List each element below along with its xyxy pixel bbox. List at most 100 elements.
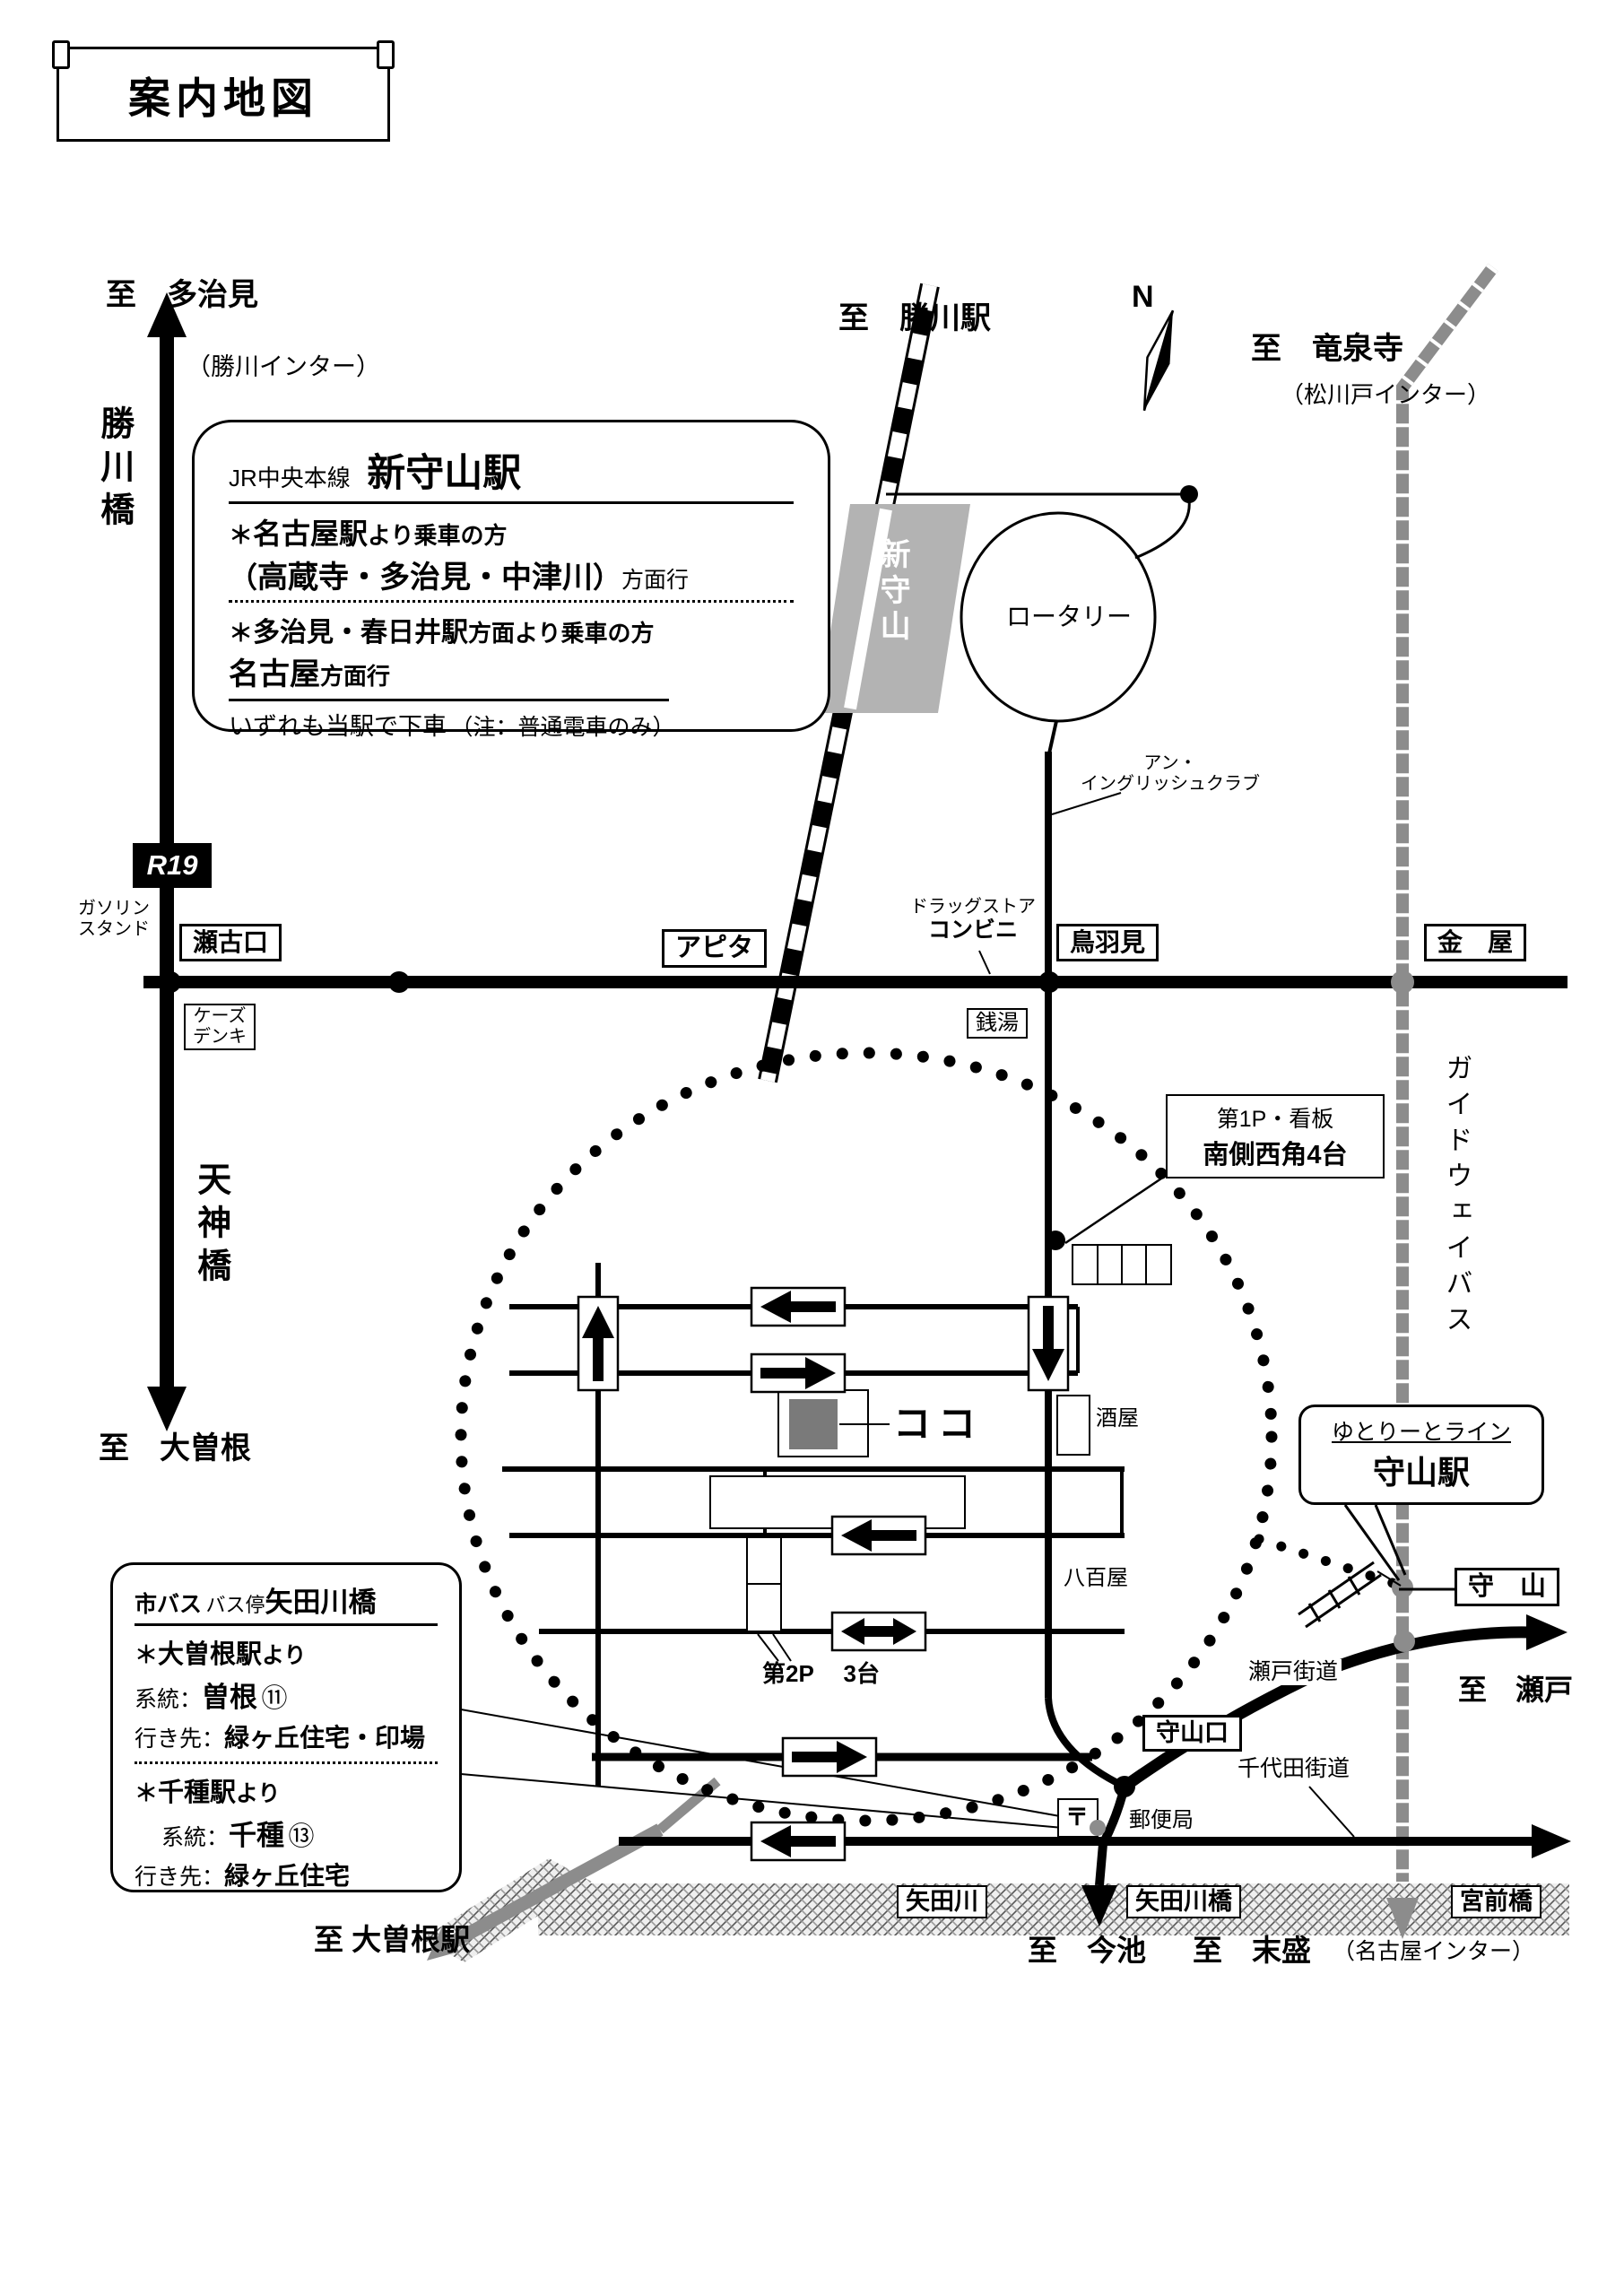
guideway-bus-line — [1386, 263, 1498, 1939]
station-info-callout: JR中央本線 新守山駅 ＊名古屋駅より乗車の方 （高蔵寺・多治見・中津川）方面行… — [192, 420, 830, 740]
bound2-station: 名古屋 — [229, 657, 320, 691]
paren: ） — [593, 561, 622, 594]
compass-n-label: N — [1132, 280, 1154, 314]
direction-ozone: 至 大曽根 — [99, 1431, 251, 1465]
from-ozone-station: 大曽根駅 — [158, 1640, 263, 1669]
page-title: 案内地図 — [128, 74, 318, 122]
moriyamaguchi-label: 守山口 — [1142, 1715, 1242, 1752]
post-office-marker — [1057, 1798, 1106, 1838]
from-tajimi-rest: 方面より乗車の方 — [468, 620, 655, 647]
route-r19-badge: R19 — [133, 843, 212, 888]
jr-line-label: JR中央本線 — [229, 465, 351, 491]
bus-callout-pointers — [460, 1709, 1086, 1831]
route-label: 系統： — [161, 1825, 230, 1850]
ks-denki-label: ケーズ デンキ — [184, 1004, 256, 1050]
direction-seto: 至 瀬戸 — [1458, 1674, 1574, 1706]
p1-parking-marker — [1046, 1175, 1172, 1285]
guideway-bus-label: ガイドウェイバス — [1441, 1054, 1472, 1341]
direction-nagoya-ic: （名古屋インター） — [1333, 1939, 1535, 1964]
direction-imaike: 至 今池 — [1028, 1934, 1146, 1967]
p2-parking-label: 第2P 3台 — [762, 1660, 881, 1687]
seto-kaido-label: 瀬戸街道 — [1245, 1659, 1342, 1685]
post-mark: 〒 — [1065, 1804, 1090, 1831]
moriyama-sta-callout: ゆとりーとライン 守山駅 — [1298, 1405, 1544, 1505]
bound2-suffix: 方面行 — [320, 663, 391, 690]
kanaya-label: 金 屋 — [1424, 924, 1527, 962]
p1-line2: 南側西角4台 — [1203, 1141, 1348, 1170]
gas-stand-label: ガソリン スタンド — [78, 899, 150, 939]
sento-label: 銭湯 — [967, 1008, 1028, 1039]
direction-tajimi: 至 多治見 — [106, 278, 258, 312]
dest-label: 行き先： — [135, 1726, 225, 1752]
rotary-label: ロータリー — [1006, 603, 1133, 631]
route2-number: ⑬ — [288, 1822, 315, 1851]
bus-stop-label: バス停 — [205, 1594, 265, 1616]
from-chikusa-rest: より — [236, 1781, 281, 1806]
paren: （ — [229, 561, 258, 594]
direction-ryusenji: 至 竜泉寺 — [1251, 332, 1403, 366]
chiyoda-kaido-label: 千代田街道 — [1238, 1756, 1350, 1781]
note-paren: （注：普通電車のみ） — [450, 715, 675, 740]
shin-moriyama-station-shape — [818, 504, 970, 713]
direction-matsukawado-ic: （松川戸インター） — [1281, 381, 1491, 408]
direction-ozone-sta: 至 大曽根駅 — [314, 1923, 471, 1956]
note-main: いずれも当駅で下車 — [229, 713, 447, 740]
city-bus-label: 市バス — [135, 1592, 203, 1617]
sekoguchi-label: 瀬古口 — [179, 924, 282, 962]
route1-name: 曽根 — [202, 1682, 258, 1713]
train-tracks-icon — [1298, 1561, 1402, 1629]
from-tajimi-stations: 多治見・春日井駅 — [253, 618, 468, 648]
drugstore-conbini-label: ドラッグストア コンビニ — [897, 897, 1049, 944]
post-office-label: 郵便局 — [1126, 1808, 1196, 1833]
misc-pointers — [978, 792, 1455, 1838]
asterisk: ＊ — [135, 1779, 159, 1806]
drugstore-label: ドラッグストア — [910, 897, 1036, 917]
from-nagoya-station: 名古屋駅 — [253, 517, 369, 550]
miyamae-bridge-label: 宮前橋 — [1451, 1885, 1541, 1919]
north-compass-icon — [1142, 309, 1175, 412]
asterisk: ＊ — [135, 1641, 159, 1668]
tobami-label: 鳥羽見 — [1056, 924, 1159, 962]
kachigawa-bridge-label: 勝川橋 — [94, 405, 133, 535]
one-way-arrows — [577, 1286, 1070, 1862]
from-chikusa-station: 千種駅 — [158, 1779, 237, 1807]
dest2-value: 緑ヶ丘住宅 — [224, 1862, 351, 1890]
bus-stop-name: 矢田川橋 — [265, 1587, 377, 1618]
apita-label: アピタ — [662, 929, 768, 969]
route-label: 系統： — [135, 1687, 203, 1712]
convenience-label: コンビニ — [927, 918, 1018, 943]
bound1-suffix: 方面行 — [621, 568, 690, 593]
direction-kachigawa-ic: （勝川インター） — [187, 353, 380, 380]
p1-parking-callout: 第1P・看板 南側西角4台 — [1166, 1094, 1385, 1178]
asterisk: ＊ — [229, 522, 253, 549]
yadagawa-bridge-label: 矢田川橋 — [1126, 1885, 1241, 1919]
rotary-shape — [886, 485, 1198, 754]
tobami-street — [1045, 752, 1126, 1790]
koko-here-label: ココ — [893, 1403, 984, 1445]
bound1-stations: 高蔵寺・多治見・中津川 — [257, 561, 594, 595]
dest-label: 行き先： — [135, 1865, 225, 1890]
from-ozone-rest: より — [262, 1643, 307, 1668]
from-nagoya-rest: より乗車の方 — [368, 522, 508, 549]
city-bus-callout: 市バス バス停矢田川橋 ＊大曽根駅より 系統：曽根 ⑪ 行き先：緑ヶ丘住宅・印場… — [110, 1562, 462, 1892]
direction-suemori: 至 末盛 — [1193, 1934, 1311, 1967]
yutorito-line-label: ゆとりーとライン — [1331, 1420, 1511, 1445]
station-name: 新守山駅 — [367, 452, 522, 495]
p1-line1: 第1P・看板 — [1216, 1107, 1334, 1132]
yadagawa-river-label: 矢田川 — [897, 1885, 987, 1919]
sakaya-label: 酒屋 — [1096, 1406, 1139, 1431]
route1-number: ⑪ — [261, 1684, 288, 1713]
shin-moriyama-station-label: 新守山 — [875, 538, 910, 646]
dotted-area-boundary — [455, 1047, 1401, 1827]
direction-kachigawa-sta: 至 勝川駅 — [838, 301, 991, 335]
moriyama-sta-label: 守山駅 — [1372, 1454, 1470, 1491]
dest1-value: 緑ヶ丘住宅・印場 — [224, 1724, 426, 1752]
yaoya-label: 八百屋 — [1064, 1566, 1128, 1590]
moriyama-label: 守 山 — [1455, 1568, 1560, 1607]
title-banner: 案内地図 — [52, 40, 395, 142]
ann-english-club-label: アン・ イングリッシュクラブ — [1081, 753, 1260, 794]
tenjin-bridge-label: 天神橋 — [191, 1161, 230, 1291]
asterisk: ＊ — [229, 620, 253, 647]
